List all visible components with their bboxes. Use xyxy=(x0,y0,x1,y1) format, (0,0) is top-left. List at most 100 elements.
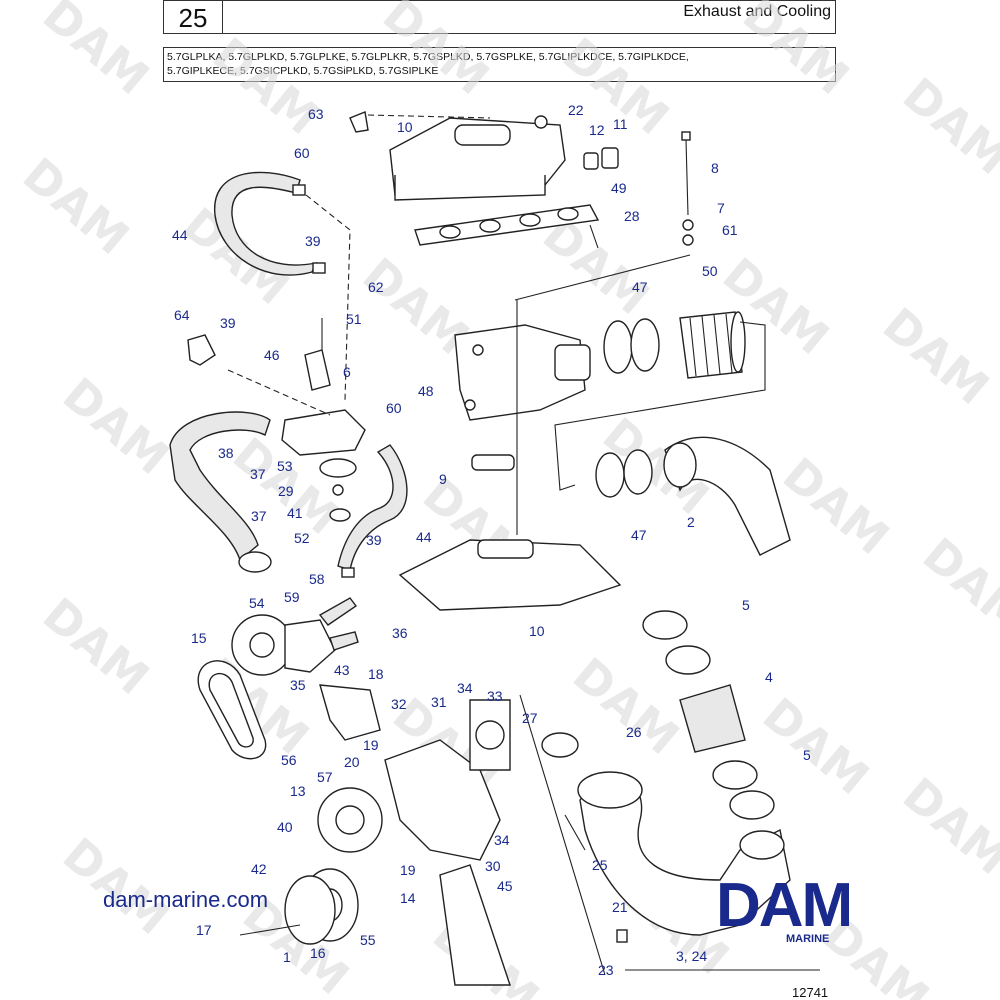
website-label: dam-marine.com xyxy=(103,887,269,912)
clamp xyxy=(665,645,711,675)
watermark-text: DAM xyxy=(33,587,159,705)
part-callout: 31 xyxy=(431,694,447,710)
long-bolt xyxy=(681,131,694,246)
hose-58 xyxy=(318,597,358,626)
part-callout: 20 xyxy=(344,754,360,770)
part-callout: 30 xyxy=(485,858,501,874)
watermark-text: DAM xyxy=(873,297,999,415)
part-callout: 40 xyxy=(277,819,293,835)
clamp xyxy=(630,318,660,372)
watermark-text: DAM xyxy=(53,367,179,485)
dam-logo: DAM MARINE xyxy=(716,871,896,948)
model-list-line-1: 5.7GLPLKA, 5.7GLPLKD, 5.7GLPLKE, 5.7GLPL… xyxy=(167,51,689,63)
part-callout: 37 xyxy=(250,466,266,482)
part-callout: 5 xyxy=(742,597,750,613)
hose-38 xyxy=(169,411,271,562)
pulley-14 xyxy=(284,868,359,945)
part-callout: 25 xyxy=(592,857,608,873)
watermark-text: DAM xyxy=(913,527,1000,645)
part-callout: 59 xyxy=(284,589,300,605)
part-callout: 28 xyxy=(624,208,640,224)
part-callout: 44 xyxy=(416,529,432,545)
part-callout: 9 xyxy=(439,471,447,487)
part-callout: 15 xyxy=(191,630,207,646)
part-callout: 34 xyxy=(457,680,473,696)
part-callout: 50 xyxy=(702,263,718,279)
part-callout: 27 xyxy=(522,710,538,726)
part-callout: 22 xyxy=(568,102,584,118)
part-callout: 51 xyxy=(346,311,362,327)
watermark-text: DAM xyxy=(893,67,1000,185)
part-callout: 39 xyxy=(305,233,321,249)
part-callout: 37 xyxy=(251,508,267,524)
exhaust-bellows xyxy=(679,311,746,379)
part-callout: 5 xyxy=(803,747,811,763)
hose-4 xyxy=(679,684,746,753)
part-callout: 48 xyxy=(418,383,434,399)
part-callout: 38 xyxy=(218,445,234,461)
pipe-end xyxy=(663,442,697,488)
part-callout: 42 xyxy=(251,861,267,877)
part-callout: 1 xyxy=(283,949,291,965)
part-callout: 61 xyxy=(722,222,738,238)
manifold-gasket xyxy=(414,204,600,246)
header-box: 25 Exhaust and Cooling xyxy=(163,0,836,34)
exhaust-manifold-top xyxy=(389,117,566,201)
part-callout: 52 xyxy=(294,530,310,546)
hose-36 xyxy=(329,631,359,651)
watermark-text: DAM xyxy=(33,0,159,105)
part-callout: 33 xyxy=(487,688,503,704)
part-callout: 60 xyxy=(386,400,402,416)
sleeve-12 xyxy=(583,152,599,170)
exhaust-riser xyxy=(577,771,791,936)
part-callout: 60 xyxy=(294,145,310,161)
exhaust-manifold-lower xyxy=(398,539,622,611)
part-callout: 54 xyxy=(249,595,265,611)
watermark-text: DAM xyxy=(373,0,499,105)
hose-clamp xyxy=(238,551,272,573)
part-callout: 36 xyxy=(392,625,408,641)
part-callout: 56 xyxy=(281,752,297,768)
part-callout: 35 xyxy=(290,677,306,693)
part-callout: 11 xyxy=(613,116,628,132)
watermark-text: DAM xyxy=(173,197,299,315)
model-list-line-2: 5.7GIPLKECE, 5.7GSICPLKD, 5.7GSiPLKD, 5.… xyxy=(167,65,439,77)
bolt-21 xyxy=(616,929,628,943)
part-callout: 2 xyxy=(687,514,695,530)
pin-25 xyxy=(564,814,586,851)
part-callout: 19 xyxy=(400,862,416,878)
part-callout: 62 xyxy=(368,279,384,295)
drive-belt-15-inner xyxy=(208,672,254,748)
part-callout: 39 xyxy=(220,315,236,331)
logo-text: DAM xyxy=(716,871,853,940)
part-callout: 39 xyxy=(366,532,382,548)
part-callout: 17 xyxy=(196,922,212,938)
circulating-pump xyxy=(317,699,511,861)
cover-26 xyxy=(541,732,579,758)
part-callout: 47 xyxy=(632,279,648,295)
watermark-text: DAM xyxy=(753,687,879,805)
logo-subtitle: MARINE xyxy=(786,933,830,945)
bracket-18 xyxy=(319,684,381,741)
clamp xyxy=(623,449,653,495)
drive-belt-45 xyxy=(439,864,511,986)
clamp xyxy=(603,320,633,374)
bracket-46 xyxy=(304,349,331,391)
part-callout: 16 xyxy=(310,945,326,961)
part-callout: 13 xyxy=(290,783,306,799)
watermark-text: DAM xyxy=(893,767,1000,885)
hose-clamp xyxy=(341,567,355,578)
part-callout: 63 xyxy=(308,106,324,122)
part-callout: 32 xyxy=(391,696,407,712)
part-callout: 12 xyxy=(589,122,605,138)
connector-9 xyxy=(471,454,515,471)
page-number: 25 xyxy=(164,1,223,33)
watermark-text: DAM xyxy=(203,27,329,145)
part-callout: 34 xyxy=(494,832,510,848)
watermark-text: DAM xyxy=(733,0,859,105)
part-callout: 53 xyxy=(277,458,293,474)
part-callout: 19 xyxy=(363,737,379,753)
part-callout: 49 xyxy=(611,180,627,196)
